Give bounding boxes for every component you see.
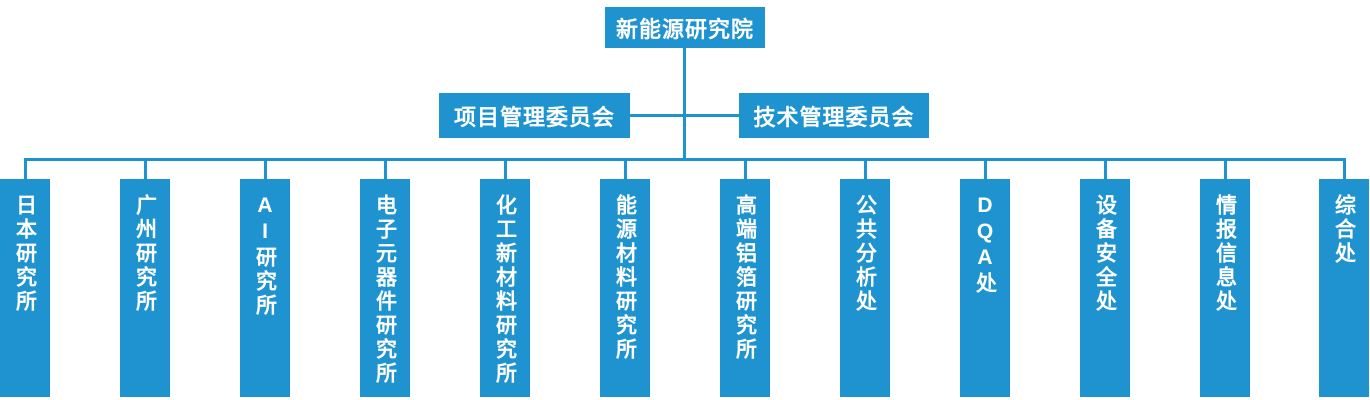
connector-main-horizontal (24, 158, 1346, 161)
dept-label: DQA处 (973, 194, 997, 296)
dept-node-equipment-safety-office: 设备安全处 (1080, 179, 1130, 397)
connector-drop-3 (264, 158, 267, 179)
connector-drop-12 (1343, 158, 1346, 179)
dept-node-dqa-office: DQA处 (960, 179, 1010, 397)
dept-label: 广州研究所 (133, 194, 157, 314)
dept-node-public-analysis-office: 公共分析处 (840, 179, 890, 397)
dept-node-chemical-new-materials-institute: 化工新材料研究所 (480, 179, 530, 397)
dept-node-japan-institute: 日本研究所 (0, 179, 50, 397)
dept-label: 公共分析处 (853, 194, 877, 314)
connector-drop-11 (1224, 158, 1227, 179)
connector-committee-right (685, 114, 740, 117)
dept-label: AI研究所 (253, 194, 277, 318)
dept-label: 高端铝箔研究所 (733, 194, 757, 362)
dept-label: 综合处 (1332, 194, 1356, 266)
dept-label: 化工新材料研究所 (493, 194, 517, 386)
dept-label: 情报信息处 (1213, 194, 1237, 314)
connector-drop-5 (504, 158, 507, 179)
connector-committee-left (629, 114, 684, 117)
dept-node-ai-institute: AI研究所 (240, 179, 290, 397)
connector-drop-7 (744, 158, 747, 179)
dept-node-energy-materials-institute: 能源材料研究所 (600, 179, 650, 397)
dept-label: 电子元器件研究所 (373, 194, 397, 386)
connector-drop-6 (624, 158, 627, 179)
connector-drop-10 (1104, 158, 1107, 179)
committee-node-project-management: 项目管理委员会 (439, 93, 630, 138)
connector-drop-2 (144, 158, 147, 179)
org-root-node: 新能源研究院 (605, 7, 765, 48)
org-root-label: 新能源研究院 (615, 16, 754, 42)
dept-node-aluminum-foil-institute: 高端铝箔研究所 (720, 179, 770, 397)
connector-root-vertical (683, 48, 686, 161)
dept-label: 能源材料研究所 (613, 194, 637, 362)
dept-label: 设备安全处 (1093, 194, 1117, 314)
committee-node-technology-management: 技术管理委员会 (739, 93, 929, 138)
committee-label: 项目管理委员会 (453, 104, 615, 130)
dept-node-general-office: 综合处 (1319, 179, 1369, 397)
committee-label: 技术管理委员会 (753, 104, 915, 130)
connector-drop-9 (984, 158, 987, 179)
connector-drop-8 (864, 158, 867, 179)
dept-node-intelligence-information-office: 情报信息处 (1200, 179, 1250, 397)
connector-drop-4 (384, 158, 387, 179)
connector-drop-1 (24, 158, 27, 179)
dept-node-electronic-components-institute: 电子元器件研究所 (360, 179, 410, 397)
dept-label: 日本研究所 (13, 194, 37, 314)
dept-node-guangzhou-institute: 广州研究所 (120, 179, 170, 397)
